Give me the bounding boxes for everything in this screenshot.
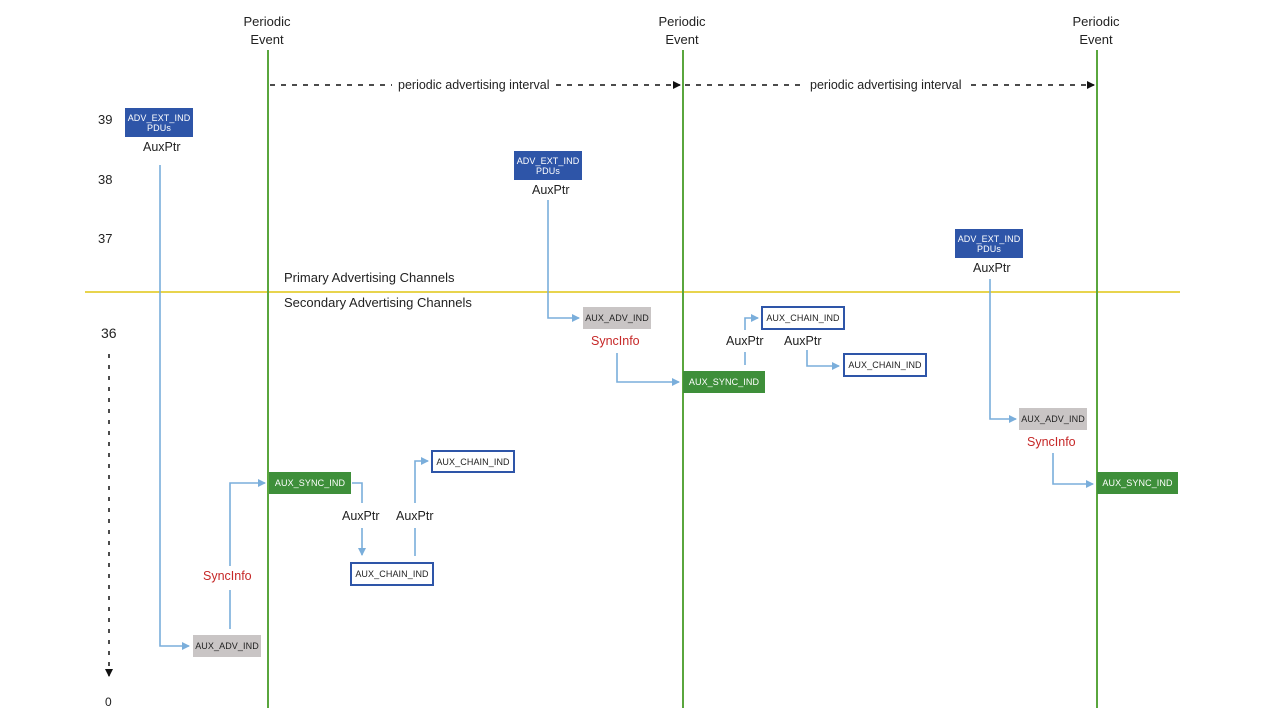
- event-label-2-line2: Event: [665, 32, 699, 47]
- channel-37-label: 37: [98, 231, 113, 246]
- channel-39-label: 39: [98, 112, 113, 127]
- secondary-channels-label: Secondary Advertising Channels: [284, 295, 472, 310]
- aux-adv-ind-box-2: AUX_ADV_IND: [583, 307, 651, 329]
- interval-label-1: periodic advertising interval: [392, 78, 556, 92]
- connector-aux-sync-1-to-chain-lower: [352, 482, 362, 555]
- auxptr-label-1: AuxPtr: [143, 140, 181, 154]
- connector-adv-ext-2-to-aux-adv: [547, 200, 580, 322]
- adv-ext-ind-box-3-line1: ADV_EXT_IND: [957, 233, 1021, 244]
- connector-syncinfo-1-to-aux-sync: [229, 483, 265, 629]
- adv-ext-ind-box-2-line2: PDUs: [536, 165, 560, 176]
- adv-ext-ind-box-2: ADV_EXT_IND PDUs: [514, 151, 582, 180]
- auxptr-label-5: AuxPtr: [726, 334, 764, 348]
- primary-channels-label: Primary Advertising Channels: [284, 270, 455, 285]
- connector-aux-sync-2-to-chain-upper: [744, 318, 758, 365]
- aux-sync-ind-box-1: AUX_SYNC_IND: [269, 472, 351, 494]
- channel-38-label: 38: [98, 172, 113, 187]
- syncinfo-label-3: SyncInfo: [1027, 435, 1076, 449]
- channel-0-label: 0: [105, 695, 112, 709]
- adv-ext-ind-box-2-line1: ADV_EXT_IND: [516, 155, 580, 166]
- aux-chain-ind-box-3: AUX_CHAIN_IND: [761, 306, 845, 330]
- auxptr-label-7: AuxPtr: [973, 261, 1011, 275]
- adv-ext-ind-box-1: ADV_EXT_IND PDUs: [125, 108, 193, 137]
- aux-chain-ind-box-2: AUX_CHAIN_IND: [431, 450, 515, 473]
- connector-chain-upper-to-chain-lower: [806, 350, 840, 370]
- connector-adv-ext-3-to-aux-adv: [989, 279, 1017, 423]
- auxptr-label-2: AuxPtr: [342, 509, 380, 523]
- syncinfo-label-2: SyncInfo: [591, 334, 640, 348]
- auxptr-label-3: AuxPtr: [396, 509, 434, 523]
- aux-adv-ind-box-1: AUX_ADV_IND: [193, 635, 261, 657]
- adv-ext-ind-box-1-line2: PDUs: [147, 122, 171, 133]
- channel-36-label: 36: [101, 325, 117, 341]
- aux-sync-ind-box-3: AUX_SYNC_IND: [1097, 472, 1178, 494]
- event-label-2-line1: Periodic: [658, 14, 706, 29]
- auxptr-label-6: AuxPtr: [784, 334, 822, 348]
- aux-adv-ind-box-3: AUX_ADV_IND: [1019, 408, 1087, 430]
- interval-label-2: periodic advertising interval: [804, 78, 968, 92]
- adv-ext-ind-box-3-line2: PDUs: [977, 243, 1001, 254]
- aux-chain-ind-box-1: AUX_CHAIN_IND: [350, 562, 434, 586]
- connector-syncinfo-2-to-aux-sync: [616, 353, 680, 386]
- event-label-1: Periodic Event: [222, 13, 312, 49]
- aux-sync-ind-box-2: AUX_SYNC_IND: [683, 371, 765, 393]
- auxptr-label-4: AuxPtr: [532, 183, 570, 197]
- event-label-3-line1: Periodic: [1072, 14, 1120, 29]
- event-label-3-line2: Event: [1079, 32, 1113, 47]
- event-label-3: Periodic Event: [1051, 13, 1141, 49]
- connector-chain-lower-to-chain-upper: [414, 461, 428, 556]
- syncinfo-label-1: SyncInfo: [203, 569, 252, 583]
- adv-ext-ind-box-3: ADV_EXT_IND PDUs: [955, 229, 1023, 258]
- adv-ext-ind-box-1-line1: ADV_EXT_IND: [127, 112, 191, 123]
- event-label-2: Periodic Event: [637, 13, 727, 49]
- connector-syncinfo-3-to-aux-sync: [1052, 453, 1094, 488]
- event-label-1-line2: Event: [250, 32, 284, 47]
- connector-adv-ext-1-to-aux-adv: [159, 165, 190, 650]
- event-label-1-line1: Periodic: [243, 14, 291, 29]
- aux-chain-ind-box-4: AUX_CHAIN_IND: [843, 353, 927, 377]
